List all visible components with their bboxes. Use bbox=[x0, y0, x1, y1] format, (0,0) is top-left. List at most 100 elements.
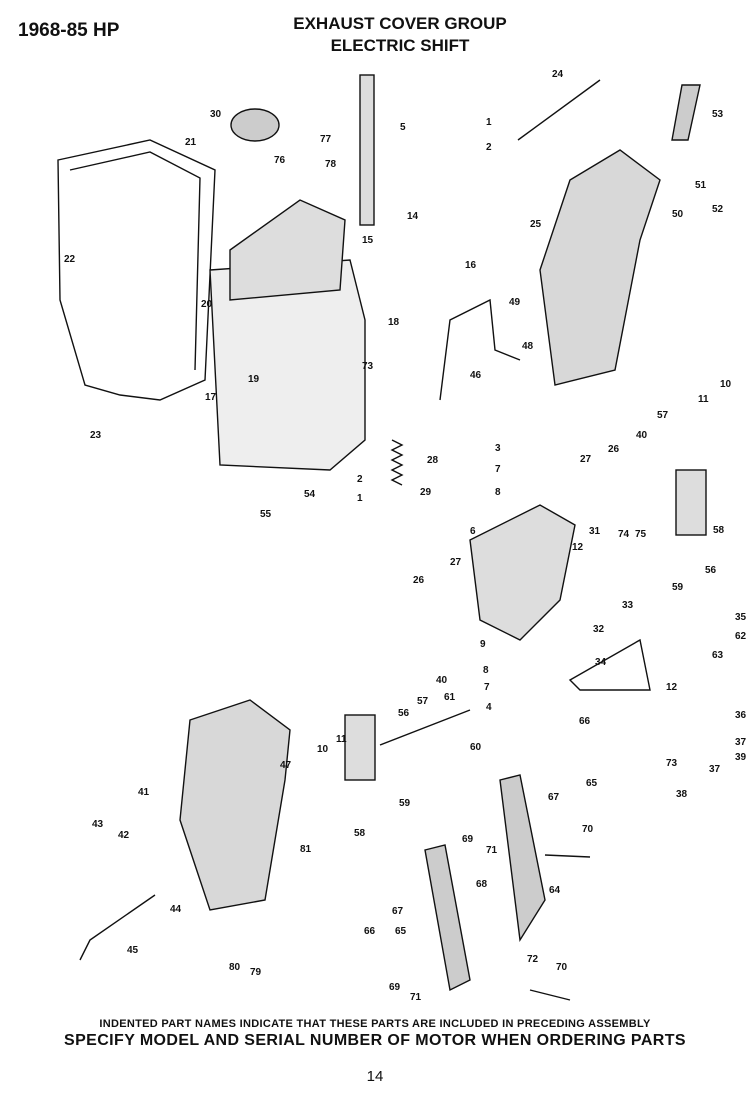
callout-71: 71 bbox=[410, 992, 422, 1003]
callout-27: 27 bbox=[450, 557, 462, 568]
tube-part bbox=[359, 74, 375, 226]
callout-79: 79 bbox=[250, 967, 262, 978]
callout-73: 73 bbox=[362, 361, 374, 372]
callout-61: 61 bbox=[444, 692, 456, 703]
callout-56: 56 bbox=[705, 565, 717, 576]
callout-72: 72 bbox=[527, 954, 539, 965]
callout-34: 34 bbox=[595, 657, 607, 668]
callout-1: 1 bbox=[486, 117, 492, 128]
callout-41: 41 bbox=[138, 787, 150, 798]
callout-36: 36 bbox=[735, 710, 747, 721]
callout-6: 6 bbox=[470, 526, 476, 537]
callout-63: 63 bbox=[712, 650, 724, 661]
link-34-part bbox=[568, 638, 651, 691]
callout-11: 11 bbox=[698, 394, 709, 405]
knob-part bbox=[230, 108, 280, 142]
callout-69: 69 bbox=[389, 982, 401, 993]
callout-5: 5 bbox=[400, 122, 406, 133]
callout-58: 58 bbox=[354, 828, 366, 839]
callout-9: 9 bbox=[480, 639, 486, 650]
diagram-title: EXHAUST COVER GROUP bbox=[293, 14, 507, 33]
exhaust-cover-part bbox=[57, 139, 216, 401]
callout-70: 70 bbox=[582, 824, 594, 835]
callout-19: 19 bbox=[248, 374, 260, 385]
callout-2: 2 bbox=[357, 474, 363, 485]
footer-instruction: SPECIFY MODEL AND SERIAL NUMBER OF MOTOR… bbox=[64, 1032, 686, 1049]
callout-48: 48 bbox=[522, 341, 534, 352]
callout-56: 56 bbox=[398, 708, 410, 719]
callout-7: 7 bbox=[495, 464, 501, 475]
callout-75: 75 bbox=[635, 529, 647, 540]
callout-42: 42 bbox=[118, 830, 130, 841]
callout-66: 66 bbox=[579, 716, 591, 727]
callout-64: 64 bbox=[549, 885, 561, 896]
callout-50: 50 bbox=[672, 209, 684, 220]
callout-78: 78 bbox=[325, 159, 337, 170]
callout-65: 65 bbox=[586, 778, 598, 789]
arm-68-part bbox=[424, 844, 471, 992]
page-number: 14 bbox=[366, 1068, 384, 1085]
callout-73: 73 bbox=[666, 758, 678, 769]
callout-26: 26 bbox=[608, 444, 620, 455]
callout-54: 54 bbox=[304, 489, 316, 500]
long-bolt-part bbox=[517, 79, 601, 141]
callout-32: 32 bbox=[593, 624, 605, 635]
callout-62: 62 bbox=[735, 631, 747, 642]
callout-28: 28 bbox=[427, 455, 439, 466]
callout-38: 38 bbox=[676, 789, 688, 800]
callout-43: 43 bbox=[92, 819, 104, 830]
callout-77: 77 bbox=[320, 134, 332, 145]
callout-4: 4 bbox=[486, 702, 492, 713]
callout-52: 52 bbox=[712, 204, 724, 215]
shaft-61-part bbox=[379, 709, 471, 746]
exhaust-housing-part bbox=[209, 259, 366, 471]
callout-33: 33 bbox=[622, 600, 634, 611]
callout-26: 26 bbox=[413, 575, 425, 586]
cylinder-left-part bbox=[344, 714, 376, 781]
callout-37: 37 bbox=[709, 764, 721, 775]
callout-71: 71 bbox=[486, 845, 498, 856]
callout-74: 74 bbox=[618, 529, 630, 540]
callout-24: 24 bbox=[552, 69, 564, 80]
callout-30: 30 bbox=[210, 109, 222, 120]
callout-47: 47 bbox=[280, 760, 292, 771]
swivel-bracket-6-part bbox=[469, 504, 576, 641]
callout-8: 8 bbox=[483, 665, 489, 676]
callout-46: 46 bbox=[470, 370, 482, 381]
callout-17: 17 bbox=[205, 392, 217, 403]
callout-44: 44 bbox=[170, 904, 182, 915]
callout-53: 53 bbox=[712, 109, 724, 120]
clamp-bracket-47-part bbox=[179, 699, 291, 911]
diagram-subtitle: ELECTRIC SHIFT bbox=[330, 36, 470, 55]
callout-51: 51 bbox=[695, 180, 707, 191]
callout-2: 2 bbox=[486, 142, 492, 153]
callout-55: 55 bbox=[260, 509, 272, 520]
callout-7: 7 bbox=[484, 682, 490, 693]
callout-37: 37 bbox=[735, 737, 747, 748]
callout-20: 20 bbox=[201, 299, 213, 310]
callout-27: 27 bbox=[580, 454, 592, 465]
footer-note: INDENTED PART NAMES INDICATE THAT THESE … bbox=[99, 1018, 651, 1030]
callout-11: 11 bbox=[336, 734, 347, 745]
callout-1: 1 bbox=[357, 493, 363, 504]
model-label: 1968-85 HP bbox=[18, 20, 120, 41]
callout-40: 40 bbox=[636, 430, 648, 441]
callout-14: 14 bbox=[407, 211, 419, 222]
callout-8: 8 bbox=[495, 487, 501, 498]
callout-10: 10 bbox=[720, 379, 732, 390]
callout-60: 60 bbox=[470, 742, 482, 753]
callout-59: 59 bbox=[672, 582, 684, 593]
callout-49: 49 bbox=[509, 297, 521, 308]
cylinder-56-part bbox=[675, 469, 707, 536]
rod-46-part bbox=[439, 298, 521, 401]
bolt-70b-part bbox=[529, 989, 571, 1001]
callout-31: 31 bbox=[589, 526, 601, 537]
callout-57: 57 bbox=[417, 696, 429, 707]
callout-3: 3 bbox=[495, 443, 501, 454]
callout-15: 15 bbox=[362, 235, 374, 246]
callout-45: 45 bbox=[127, 945, 139, 956]
callout-23: 23 bbox=[90, 430, 102, 441]
callout-67: 67 bbox=[548, 792, 560, 803]
callout-16: 16 bbox=[465, 260, 477, 271]
